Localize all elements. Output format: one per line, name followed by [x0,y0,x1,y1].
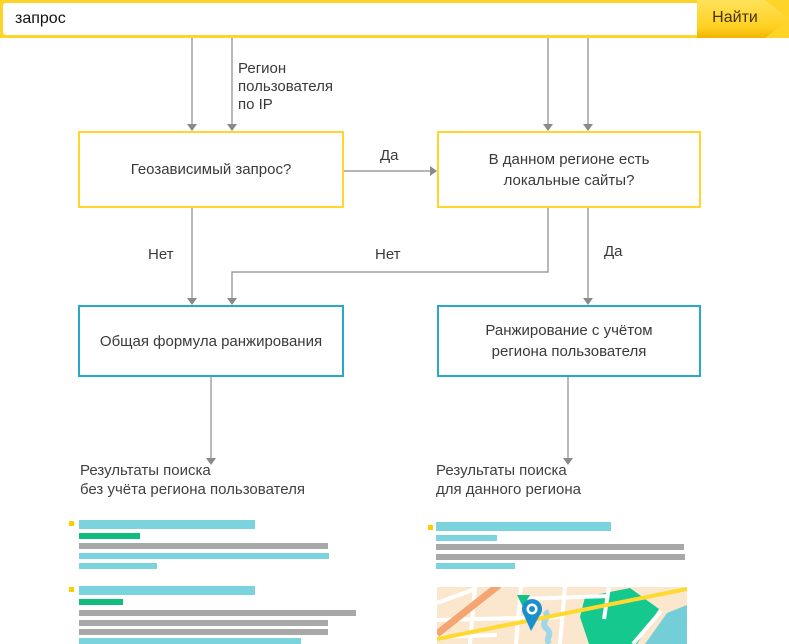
edge-label-region-by-ip: Регион пользователя по IP [238,60,333,113]
edge-label-no-left: Нет [148,246,174,263]
result-bullet [69,521,74,526]
search-button[interactable]: Найти [697,0,789,38]
result-text-bar [79,629,328,635]
result-bullet [69,587,74,592]
flow-node-general-formula: Общая формула ранжирования [78,305,344,377]
results-left-title: Результаты поиска без учёта региона поль… [80,461,305,499]
result-title-bar [436,522,611,531]
result-text-bar [79,638,301,644]
results-left-title-line2: без учёта региона пользователя [80,481,306,498]
search-bar: Найти [0,0,789,38]
result-text-bar [79,620,328,626]
result-title-bar [79,586,255,595]
results-right-title-line1: Результаты поиска [436,462,567,479]
result-text-bar [79,563,157,569]
results-right-title-line2: для данного региона [436,481,581,498]
results-right-title: Результаты поиска для данного региона [436,461,581,499]
flow-node-regional-ranking: Ранжирование с учётом региона пользовате… [437,305,701,377]
result-bullet [428,525,433,530]
result-text-bar [79,543,328,549]
result-text-bar [436,544,684,550]
result-url-bar [79,533,140,539]
map-thumbnail [437,587,687,644]
result-text-bar [436,563,515,569]
flow-node-local-sites: В данном регионе есть локальные сайты? [437,131,701,208]
result-title-bar [79,520,255,529]
edge-label-no-middle: Нет [375,246,401,263]
flow-node-geo-query: Геозависимый запрос? [78,131,344,208]
edge-label-yes-right: Да [604,243,623,260]
map-road-orange [437,587,502,637]
result-url-bar [79,599,123,605]
result-text-bar [79,553,329,559]
edge-label-yes-top: Да [380,147,399,164]
map-water [645,605,687,644]
result-text-bar [79,610,356,616]
map-green-triangle [517,595,530,607]
map-park [580,588,659,644]
result-url-bar [436,535,497,541]
result-text-bar [436,554,685,560]
search-input[interactable] [3,3,700,35]
results-left-title-line1: Результаты поиска [80,462,211,479]
map-pin-icon [522,599,542,631]
map-road-yellow [437,587,687,641]
